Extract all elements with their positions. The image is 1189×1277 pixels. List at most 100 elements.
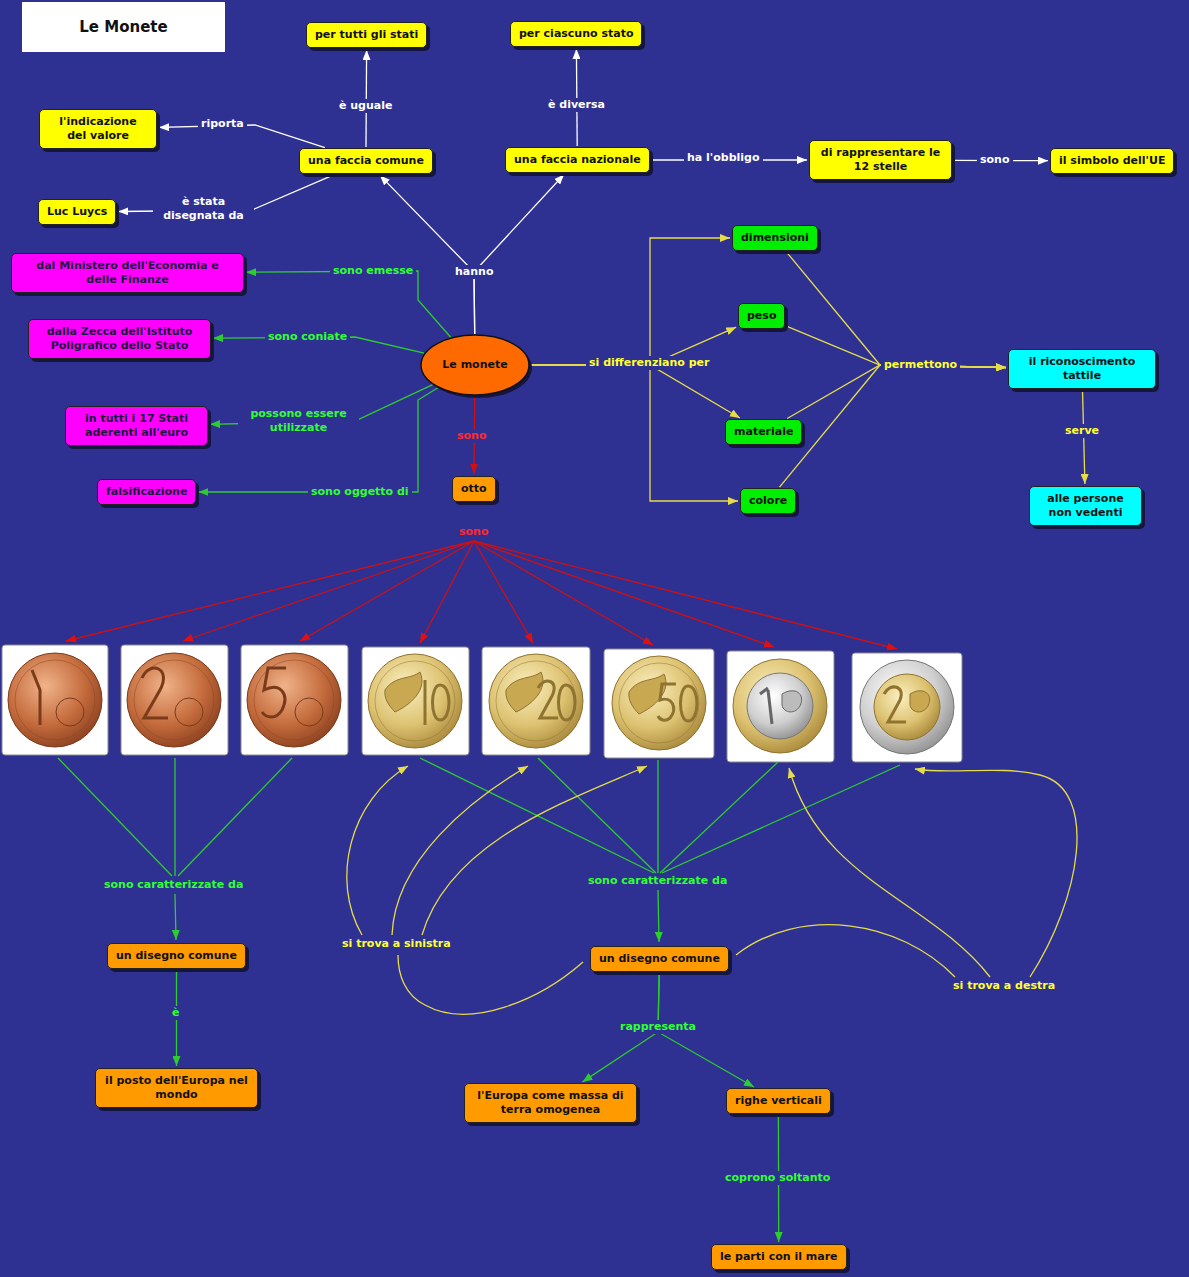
green-lines — [58, 758, 172, 876]
concept-box: per ciascuno stato — [510, 21, 642, 47]
edge-label: possono essere utilizzate — [238, 407, 359, 435]
coin-2-cent — [134, 660, 214, 740]
coin-1-cent — [32, 670, 40, 725]
node-text: il posto dell'Europa nel mondo — [104, 1074, 249, 1102]
free-label: sono caratterizzate da — [585, 874, 730, 888]
detail-box: righe verticali — [726, 1088, 831, 1114]
edge-label: è uguale — [336, 99, 395, 113]
node-text: dimensioni — [741, 231, 809, 245]
free-label: si trova a sinistra — [339, 937, 454, 951]
edge-label: sono oggetto di — [308, 485, 412, 499]
yellow-curves — [915, 769, 1077, 977]
node-text: otto — [461, 482, 487, 496]
connector — [198, 388, 438, 492]
coin-1-cent — [2, 645, 108, 755]
coin-50-cent — [612, 656, 706, 750]
coin-1-euro — [782, 691, 802, 712]
coin-20-cent — [496, 661, 576, 741]
connector — [787, 365, 1006, 419]
red-arrows — [66, 541, 474, 641]
detail-box: il posto dell'Europa nel mondo — [95, 1068, 258, 1108]
coin-2-cent — [127, 653, 221, 747]
connector — [530, 238, 730, 365]
detail-box: un disegno comune — [590, 946, 729, 972]
node-text: un disegno comune — [599, 952, 720, 966]
node-text: dalla Zecca dell'Istituto Poligrafico de… — [37, 325, 202, 353]
red-arrows — [474, 541, 774, 647]
coin-20-cent — [482, 647, 590, 755]
connector — [246, 271, 451, 337]
concept-box: l'indicazione del valore — [39, 109, 157, 149]
coin-2-cent — [175, 698, 203, 726]
concept-box: di rappresentare le 12 stelle — [809, 140, 952, 180]
edge-label: è — [169, 1006, 182, 1020]
yellow-curves — [422, 766, 647, 935]
result-box: alle persone non vedenti — [1029, 486, 1142, 526]
node-text: l'indicazione del valore — [48, 115, 148, 143]
connector — [780, 365, 1007, 487]
coin-20-cent — [506, 672, 543, 712]
detail-box: otto — [452, 476, 496, 502]
node-text: alle persone non vedenti — [1038, 492, 1133, 520]
node-text: materiale — [734, 425, 793, 439]
green-lines — [660, 762, 778, 873]
green-lines — [658, 890, 659, 942]
connector — [786, 252, 1006, 368]
node-text: per ciascuno stato — [519, 27, 633, 41]
info-box: dalla Zecca dell'Istituto Poligrafico de… — [28, 319, 211, 359]
edge-label: serve — [1062, 424, 1102, 438]
node-text: dal Ministero dell'Economia e delle Fina… — [20, 259, 235, 287]
red-arrows — [474, 541, 653, 645]
concept-box: una faccia nazionale — [505, 147, 650, 173]
coin-10-cent — [368, 654, 462, 748]
coin-1-euro — [727, 651, 834, 762]
coin-5-cent — [241, 645, 348, 755]
node-text: Luc Luycs — [47, 205, 107, 219]
node-text: di rappresentare le 12 stelle — [818, 146, 943, 174]
coin-20-cent — [482, 647, 590, 755]
node-text: un disegno comune — [116, 949, 237, 963]
node-text: il riconoscimento tattile — [1017, 355, 1147, 383]
free-label: sono — [456, 525, 492, 539]
coin-1-euro — [727, 651, 834, 762]
green-lines — [178, 758, 292, 876]
edge-label: coprono soltanto — [722, 1171, 833, 1185]
property-box: dimensioni — [732, 225, 818, 251]
coin-2-cent — [142, 668, 168, 718]
coin-10-cent — [425, 680, 449, 725]
concept-box: una faccia comune — [299, 148, 433, 174]
info-box: in tutti i 17 Stati aderenti all'euro — [65, 406, 208, 446]
green-lines — [175, 894, 176, 940]
coin-2-euro — [884, 687, 906, 722]
info-box: dal Ministero dell'Economia e delle Fina… — [11, 253, 244, 293]
edge-label: rappresenta — [617, 1020, 699, 1034]
coin-50-cent — [658, 684, 697, 721]
node-text: peso — [747, 309, 776, 323]
detail-box: l'Europa come massa di terra omogenea — [464, 1083, 637, 1123]
concept-box: il simbolo dell'UE — [1050, 148, 1174, 174]
edge-label: si differenziano per — [586, 356, 712, 370]
node-text: in tutti i 17 Stati aderenti all'euro — [74, 412, 199, 440]
edge-label: sono — [454, 429, 490, 443]
coin-2-cent — [121, 645, 228, 755]
central-ellipse: Le monete — [420, 334, 530, 396]
edge-label: è diversa — [545, 98, 608, 112]
edge-label: sono coniate — [265, 330, 350, 344]
detail-box: un disegno comune — [107, 943, 246, 969]
edge-label: sono — [977, 153, 1013, 167]
edge-label: riporta — [198, 117, 247, 131]
concept-box: Luc Luycs — [38, 199, 116, 225]
node-text: l'Europa come massa di terra omogenea — [473, 1089, 628, 1117]
green-lines — [174, 758, 175, 876]
coin-5-cent — [295, 698, 323, 726]
green-lines — [58, 758, 900, 942]
edge-label: è stata disegnata da — [153, 195, 254, 223]
property-box: peso — [738, 303, 785, 329]
node-text: righe verticali — [735, 1094, 822, 1108]
coin-5-cent — [241, 645, 348, 755]
edge-label: sono emesse — [330, 264, 416, 278]
node-text: le parti con il mare — [720, 1250, 838, 1264]
red-arrows — [420, 541, 474, 643]
info-box: falsificazione — [97, 479, 196, 505]
